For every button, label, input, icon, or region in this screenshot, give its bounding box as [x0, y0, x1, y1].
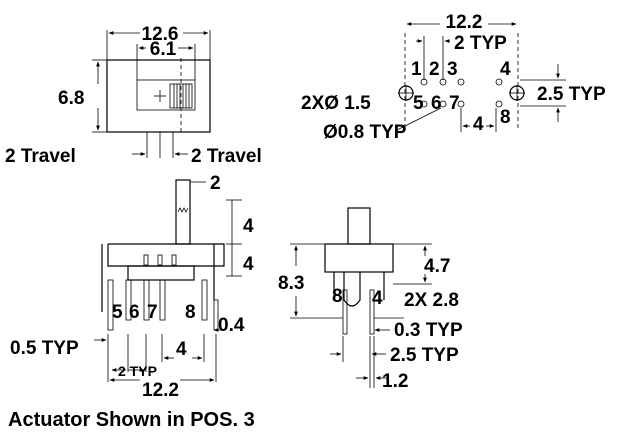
- side-spacing: 2.5 TYP: [390, 345, 459, 366]
- front-actuator-height: 4: [243, 216, 254, 237]
- pcb-spacing-4: 4: [473, 114, 484, 135]
- side-pin-length: 2X 2.8: [404, 290, 459, 311]
- front-view: 2 5 6 7 8 4 4 0.5 TYP 0.4: [10, 173, 254, 401]
- side-height: 8.3: [278, 273, 304, 294]
- front-pin-7-label: 7: [147, 302, 158, 323]
- pin-4-label: 4: [500, 59, 511, 80]
- pin-hole-7: [457, 100, 465, 108]
- front-body-height: 4: [243, 254, 254, 275]
- travel-right-label: 2 Travel: [191, 146, 262, 167]
- dim-width-overall: 12.6: [142, 24, 179, 45]
- caption: Actuator Shown in POS. 3: [8, 409, 255, 431]
- pin-holes: [420, 78, 503, 108]
- knob-ridges: [173, 84, 190, 108]
- side-actuator: [347, 207, 371, 245]
- pcb-dim-width: 12.2: [446, 12, 483, 33]
- front-body-base: [127, 265, 195, 281]
- pcb-dim-pitch: 2 TYP: [454, 33, 507, 54]
- top-body-outline: [106, 59, 211, 133]
- dim-width-actuator: 6.1: [150, 39, 177, 60]
- side-thickness: 0.3 TYP: [394, 320, 463, 341]
- pin-hole-5: [420, 100, 428, 108]
- pin-hole-4: [495, 78, 503, 86]
- top-actuator-slot: [136, 79, 196, 111]
- side-pin-4-label: 4: [372, 288, 383, 309]
- front-actuator-width: 2: [210, 173, 221, 194]
- side-pin-width: 1.2: [382, 371, 408, 392]
- front-pitch: 2 TYP: [118, 363, 157, 379]
- pin-hole-3: [457, 78, 465, 86]
- pin-1-label: 1: [411, 59, 422, 80]
- pin-hole-1: [420, 78, 428, 86]
- dim-height: 6.8: [58, 88, 84, 109]
- side-contact: [343, 272, 361, 307]
- pin-6-label: 6: [431, 93, 442, 114]
- pin-hole-2: [439, 78, 447, 86]
- front-pin-5-label: 5: [112, 302, 123, 323]
- front-body-top: [107, 243, 225, 267]
- mount-hole-label: 2XØ 1.5: [301, 93, 371, 114]
- pin-hole-label: Ø0.8 TYP: [323, 122, 407, 143]
- front-pin-8-label: 8: [185, 302, 196, 323]
- side-view: 8.3 4.7 8 4 2X 2.8 0.3 TYP 2.5 TYP 1.2: [278, 207, 463, 392]
- pin-hole-8: [495, 100, 503, 108]
- pcb-layout-view: 12.2 2 TYP 1 2 3 4 2XØ 1.5 5 6 7 8: [301, 12, 606, 143]
- side-body: [324, 243, 394, 273]
- top-view: 12.6 6.1 6.8 2 Travel 2 Travel: [5, 24, 262, 167]
- pin-5-label: 5: [413, 93, 424, 114]
- pcb-row-spacing-label: 2.5 TYP: [537, 84, 606, 105]
- front-pins: [107, 279, 219, 331]
- front-pin-thickness: 0.5 TYP: [10, 338, 79, 359]
- pin-hole-6: [439, 100, 447, 108]
- travel-left-label: 2 Travel: [5, 146, 76, 167]
- side-pin-8-label: 8: [332, 286, 343, 307]
- front-pin-width: 0.4: [218, 315, 245, 336]
- pin-3-label: 3: [447, 59, 458, 80]
- pin-7-label: 7: [449, 93, 460, 114]
- pin-8-label: 8: [500, 107, 511, 128]
- front-spacing-4: 4: [176, 339, 187, 360]
- front-width: 12.2: [142, 380, 179, 401]
- side-above-body: 4.7: [424, 256, 450, 277]
- front-pin-6-label: 6: [129, 302, 140, 323]
- pin-2-label: 2: [429, 59, 440, 80]
